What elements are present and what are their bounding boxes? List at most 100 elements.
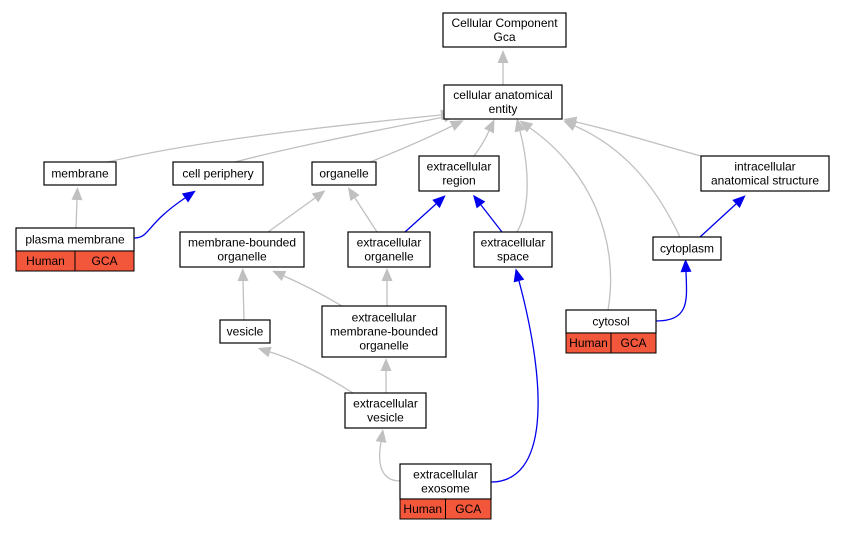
edge-organelle-to-cellular-anatomical-entity-arrowhead	[449, 120, 464, 131]
node-extracellular-organelle-box	[347, 231, 431, 268]
edge-extracellular-vesicle-to-vesicle-arrowhead	[257, 346, 272, 358]
edge-intracellular-anatomical-structure-to-cellular-anatomical-entity-arrowhead	[563, 116, 578, 128]
edge-extracellular-membrane-bounded-organelle-to-membrane-bounded-organelle-arrowhead	[272, 270, 287, 282]
edge-extracellular-exosome-to-extracellular-vesicle	[375, 429, 401, 482]
edge-membrane-to-cellular-anatomical-entity	[107, 109, 454, 163]
node-vesicle-box	[219, 319, 271, 344]
edge-extracellular-exosome-to-extracellular-space-line	[490, 280, 539, 483]
edge-extracellular-exosome-to-extracellular-vesicle-line	[378, 441, 401, 482]
edge-plasma-membrane-to-cell-periphery	[133, 190, 196, 239]
node-membrane-bounded-organelle-label-line-2: organelle	[217, 250, 267, 264]
edge-extracellular-membrane-bounded-organelle-to-extracellular-organelle-arrowhead	[381, 268, 393, 281]
edge-organelle-to-cellular-anatomical-entity	[369, 120, 464, 163]
edge-plasma-membrane-to-membrane-line	[75, 199, 78, 229]
node-organelle-label-line-1: organelle	[319, 167, 369, 181]
node-extracellular-vesicle-box	[344, 392, 427, 429]
node-cytosol-tag-gca-box	[610, 332, 657, 354]
node-cytosol-tag-gca: GCA	[620, 336, 646, 350]
edge-plasma-membrane-to-cell-periphery-arrowhead	[181, 190, 196, 203]
edge-cellular-anatomical-entity-to-cellular-component-arrowhead	[497, 50, 509, 63]
edge-cell-periphery-to-cellular-anatomical-entity-line	[234, 116, 445, 163]
edge-cytoplasm-to-cellular-anatomical-entity-line	[574, 125, 681, 238]
node-extracellular-space-label-line-2: space	[497, 250, 529, 264]
edge-extracellular-region-to-cellular-anatomical-entity-arrowhead	[484, 119, 495, 134]
node-cell-periphery[interactable]: cell periphery	[172, 161, 264, 186]
edge-intracellular-anatomical-structure-to-cellular-anatomical-entity-line	[575, 121, 702, 157]
edge-cellular-anatomical-entity-to-cellular-component	[497, 50, 509, 85]
node-membrane-bounded-organelle-box	[179, 231, 305, 268]
edge-cytoplasm-to-intracellular-anatomical-structure-line	[699, 203, 737, 238]
edge-cytoplasm-to-intracellular-anatomical-structure-arrowhead	[732, 195, 746, 209]
edge-cytosol-to-cytoplasm-line	[655, 271, 688, 322]
node-cytosol-tag-human: Human	[569, 336, 608, 350]
node-organelle[interactable]: organelle	[311, 161, 377, 186]
node-extracellular-region-label-line-1: extracellular	[427, 160, 492, 174]
node-extracellular-space-label-line-1: extracellular	[481, 236, 546, 250]
node-extracellular-space-box	[473, 231, 553, 268]
node-extracellular-vesicle-label-line-2: vesicle	[367, 411, 404, 425]
edge-extracellular-organelle-to-organelle-arrowhead	[347, 187, 360, 201]
node-cytoplasm-box	[652, 236, 722, 261]
edge-membrane-bounded-organelle-to-organelle-arrowhead	[311, 190, 326, 203]
node-extracellular-membrane-bounded-organelle-label-line-1: extracellular	[352, 311, 417, 325]
edge-extracellular-membrane-bounded-organelle-to-membrane-bounded-organelle	[272, 270, 343, 307]
edge-membrane-bounded-organelle-to-organelle	[267, 190, 326, 233]
edge-vesicle-to-membrane-bounded-organelle-arrowhead	[237, 268, 249, 282]
edge-extracellular-exosome-to-extracellular-vesicle-arrowhead	[375, 429, 387, 443]
node-cytoplasm-label-line-1: cytoplasm	[660, 242, 714, 256]
node-extracellular-region-box	[418, 155, 500, 192]
node-membrane[interactable]: membrane	[43, 161, 117, 186]
node-extracellular-exosome-label-line-2: exosome	[421, 482, 470, 496]
node-extracellular-exosome-label-line-1: extracellular	[413, 468, 478, 482]
node-vesicle[interactable]: vesicle	[219, 319, 271, 344]
edge-cell-periphery-to-cellular-anatomical-entity	[234, 111, 457, 163]
node-extracellular-region-label-line-2: region	[442, 174, 475, 188]
edge-intracellular-anatomical-structure-to-cellular-anatomical-entity	[563, 116, 702, 157]
node-membrane-box	[43, 161, 117, 186]
node-extracellular-membrane-bounded-organelle-label-line-3: organelle	[359, 339, 409, 353]
edge-extracellular-space-to-extracellular-region-line	[480, 204, 503, 233]
edge-extracellular-organelle-to-extracellular-region-arrowhead	[432, 195, 446, 209]
node-membrane-bounded-organelle-label-line-1: membrane-bounded	[188, 236, 296, 250]
node-cell-periphery-label-line-1: cell periphery	[182, 167, 253, 181]
edge-plasma-membrane-to-membrane-arrowhead	[71, 187, 83, 201]
edge-plasma-membrane-to-cell-periphery-line	[133, 197, 186, 239]
node-cytoplasm[interactable]: cytoplasm	[652, 236, 722, 261]
edge-membrane-bounded-organelle-to-organelle-line	[267, 197, 316, 233]
node-plasma-membrane-label-line-1: plasma membrane	[25, 233, 125, 247]
edge-extracellular-space-to-extracellular-region	[473, 194, 503, 233]
node-plasma-membrane-tag-human: Human	[26, 254, 65, 268]
edge-extracellular-space-to-extracellular-region-arrowhead	[473, 194, 486, 209]
edge-extracellular-organelle-to-organelle	[347, 187, 378, 233]
node-organelle-box	[311, 161, 377, 186]
edge-plasma-membrane-to-membrane	[71, 187, 83, 229]
node-intracellular-anatomical-structure-box	[700, 155, 830, 192]
node-extracellular-membrane-bounded-organelle-box	[321, 305, 447, 358]
edge-cytoplasm-to-intracellular-anatomical-structure	[699, 195, 746, 238]
node-cellular-component-box	[442, 12, 567, 48]
node-extracellular-membrane-bounded-organelle-label-line-2: membrane-bounded	[330, 325, 438, 339]
edge-cytosol-to-cytoplasm-arrowhead	[680, 259, 692, 273]
node-plasma-membrane-tag-gca: GCA	[91, 254, 117, 268]
node-vesicle-label-line-1: vesicle	[227, 325, 264, 339]
edge-cytosol-to-cellular-anatomical-entity	[519, 120, 612, 311]
edge-cytosol-to-cellular-anatomical-entity-arrowhead	[519, 120, 534, 133]
node-extracellular-exosome-box	[399, 463, 492, 500]
edge-extracellular-space-to-cellular-anatomical-entity-line	[516, 130, 528, 233]
node-cellular-anatomical-entity-box	[443, 84, 563, 120]
node-cellular-component-label-line-2: Gca	[493, 30, 515, 44]
edge-extracellular-exosome-to-extracellular-space-arrowhead	[513, 268, 525, 283]
